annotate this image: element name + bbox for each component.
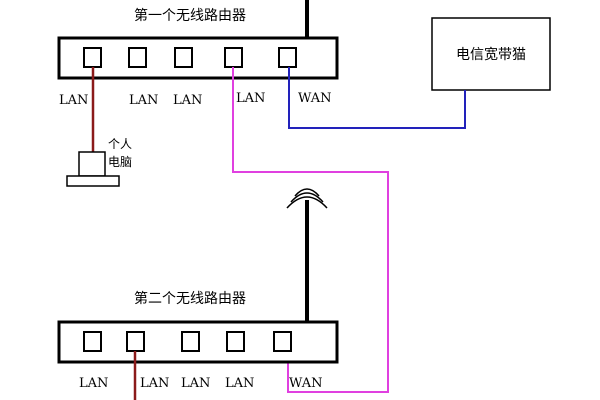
router2-port-label-1: LAN bbox=[79, 376, 108, 391]
router2-title: 第二个无线路由器 bbox=[134, 290, 246, 307]
router2-port-label-5: WAN bbox=[289, 376, 322, 391]
router2-port-label-3: LAN bbox=[181, 376, 210, 391]
router1-ports bbox=[83, 47, 297, 68]
router1-title: 第一个无线路由器 bbox=[134, 7, 246, 24]
router2-port-label-2: LAN bbox=[140, 376, 169, 391]
router2-port-wan bbox=[273, 331, 292, 352]
router1-port-wan bbox=[278, 47, 297, 68]
modem-box bbox=[431, 17, 551, 91]
router1-port-lan3 bbox=[174, 47, 193, 68]
router1-port-label-1: LAN bbox=[59, 93, 88, 108]
router2-port-lan2 bbox=[126, 331, 145, 352]
router1-port-lan4 bbox=[224, 47, 243, 68]
bridge-cable bbox=[232, 67, 389, 393]
wireless-signal-icon bbox=[286, 188, 328, 209]
pc-label-line1: 个人 bbox=[108, 137, 132, 151]
router1-port-lan1 bbox=[83, 47, 102, 68]
router1-port-label-4: LAN bbox=[236, 91, 265, 106]
router2-port-label-4: LAN bbox=[225, 376, 254, 391]
pc-label-line2: 电脑 bbox=[108, 155, 132, 169]
router2-ports bbox=[83, 331, 292, 352]
router2-port-lan4 bbox=[226, 331, 245, 352]
router1-port-label-2: LAN bbox=[129, 93, 158, 108]
router1-port-label-5: WAN bbox=[298, 91, 331, 106]
modem-label: 电信宽带猫 bbox=[456, 46, 526, 63]
pc-icon bbox=[66, 151, 120, 187]
router1-port-label-3: LAN bbox=[173, 93, 202, 108]
router2-port-lan3 bbox=[181, 331, 200, 352]
router2-port-lan1 bbox=[83, 331, 102, 352]
router1-port-lan2 bbox=[128, 47, 147, 68]
wan-cable bbox=[288, 67, 466, 129]
